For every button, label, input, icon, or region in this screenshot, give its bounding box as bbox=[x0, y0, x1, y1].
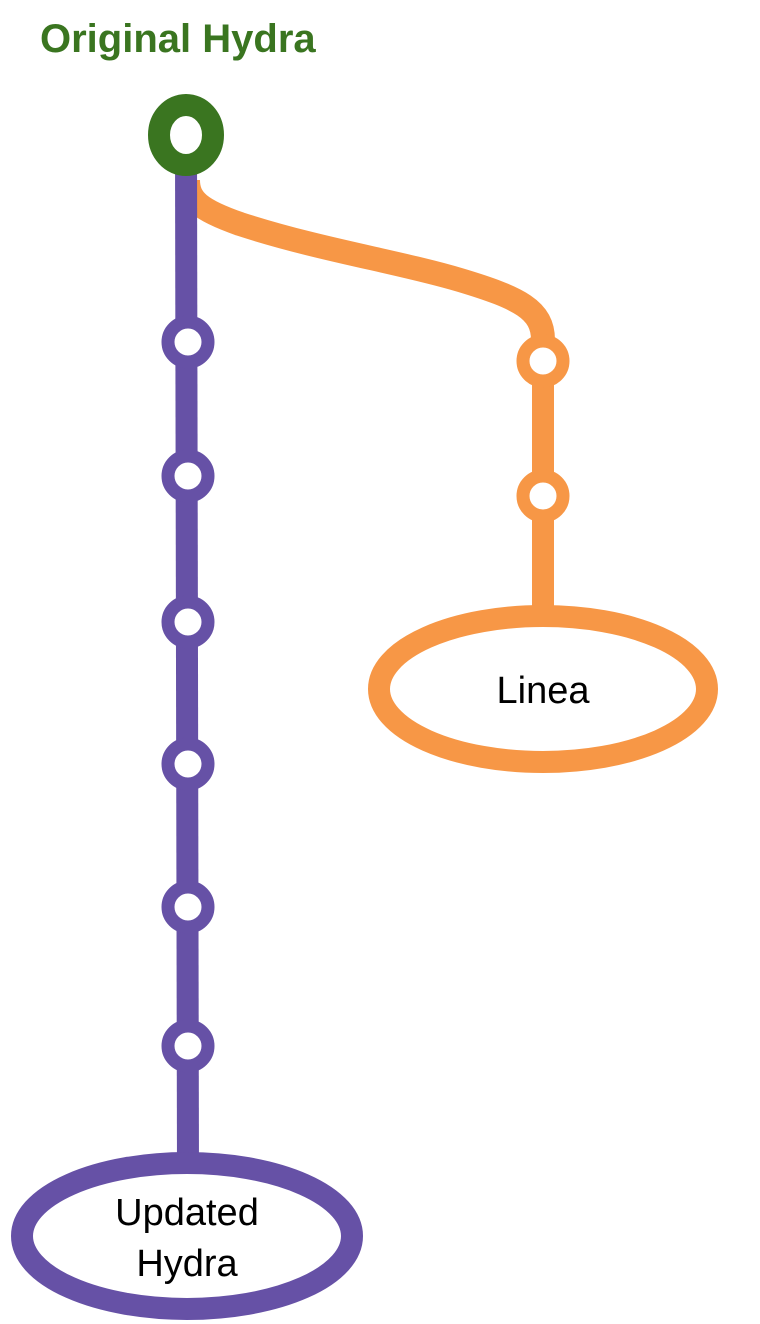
root-node bbox=[148, 94, 224, 176]
linea-endpoint bbox=[368, 605, 718, 773]
hydra-node bbox=[161, 880, 215, 934]
linea-branch-connector bbox=[176, 179, 555, 341]
hydra-node bbox=[161, 737, 215, 791]
updated-hydra-label-line-1: Updated bbox=[115, 1192, 259, 1234]
hydra-node bbox=[161, 315, 215, 369]
hydra-node bbox=[161, 595, 215, 649]
hydra-node bbox=[161, 449, 215, 503]
updated-hydra-endpoint bbox=[11, 1152, 363, 1320]
linea-nodes bbox=[516, 334, 570, 523]
hydra-nodes bbox=[161, 315, 215, 1073]
root-title: Original Hydra bbox=[40, 17, 316, 61]
hydra-node bbox=[161, 1019, 215, 1073]
updated-hydra-label-line-2: Hydra bbox=[136, 1243, 238, 1285]
linea-node bbox=[516, 334, 570, 388]
linea-endpoint-label: Linea bbox=[497, 670, 591, 712]
linea-node bbox=[516, 469, 570, 523]
